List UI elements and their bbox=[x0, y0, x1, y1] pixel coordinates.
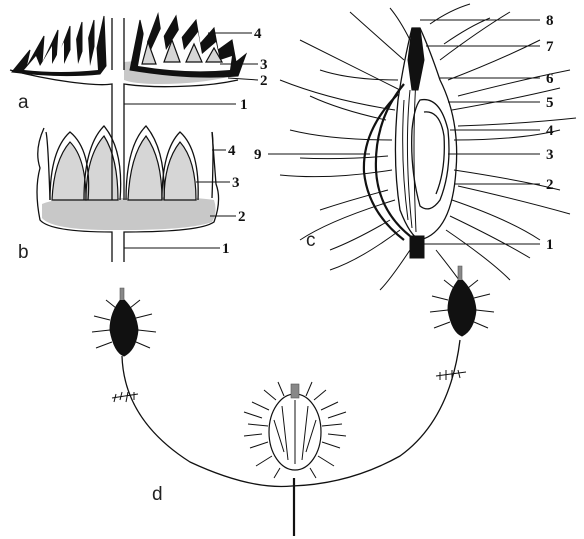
panel-c: 8 7 6 5 4 3 2 1 9 c bbox=[254, 4, 576, 296]
panel-c-callout-1: 1 bbox=[546, 237, 554, 253]
panel-d-center-head bbox=[244, 382, 346, 478]
panel-d-bract-tuft bbox=[112, 392, 138, 402]
panel-c-seed bbox=[412, 100, 449, 209]
panel-a-callout-1: 1 bbox=[240, 97, 248, 113]
panel-b-receptacle-layer bbox=[42, 197, 216, 230]
panel-a-stem bbox=[112, 18, 124, 70]
panel-b-seed bbox=[86, 136, 118, 200]
panel-c-callout-2: 2 bbox=[546, 177, 554, 193]
panel-d-label: d bbox=[152, 484, 163, 505]
panel-c-callout-7: 7 bbox=[546, 39, 554, 55]
panel-b-label: b bbox=[18, 242, 29, 263]
panel-a-right-bracts bbox=[130, 14, 246, 77]
panel-d-bract-tuft bbox=[436, 370, 466, 380]
panel-d: d bbox=[92, 266, 494, 536]
panel-b-callout-1: 1 bbox=[222, 241, 230, 257]
panel-c-callout-5: 5 bbox=[546, 95, 554, 111]
panel-b: 4 3 2 1 b bbox=[18, 120, 246, 263]
panel-c-callout-3: 3 bbox=[546, 147, 554, 163]
panel-b-callout-4: 4 bbox=[228, 143, 236, 159]
panel-a-callout-3: 3 bbox=[260, 57, 268, 73]
panel-c-callout-6: 6 bbox=[546, 71, 554, 87]
panel-c-label: c bbox=[306, 230, 316, 251]
panel-b-callout-3: 3 bbox=[232, 175, 240, 191]
panel-d-right-head bbox=[430, 266, 494, 336]
panel-a-callout-4: 4 bbox=[254, 26, 262, 42]
panel-c-callout-4: 4 bbox=[546, 123, 554, 139]
panel-c-callout-9: 9 bbox=[254, 147, 262, 163]
panel-a-label: a bbox=[18, 92, 29, 113]
panel-b-callout-2: 2 bbox=[238, 209, 246, 225]
panel-d-left-head bbox=[92, 288, 156, 356]
panel-c-bract bbox=[376, 84, 410, 236]
panel-a-left-bracts bbox=[12, 16, 106, 76]
panel-c-stalk bbox=[410, 236, 424, 258]
panel-c-callout-8: 8 bbox=[546, 13, 554, 29]
panel-a: 4 3 2 1 a bbox=[10, 14, 268, 120]
panel-a-callout-2: 2 bbox=[260, 73, 268, 89]
